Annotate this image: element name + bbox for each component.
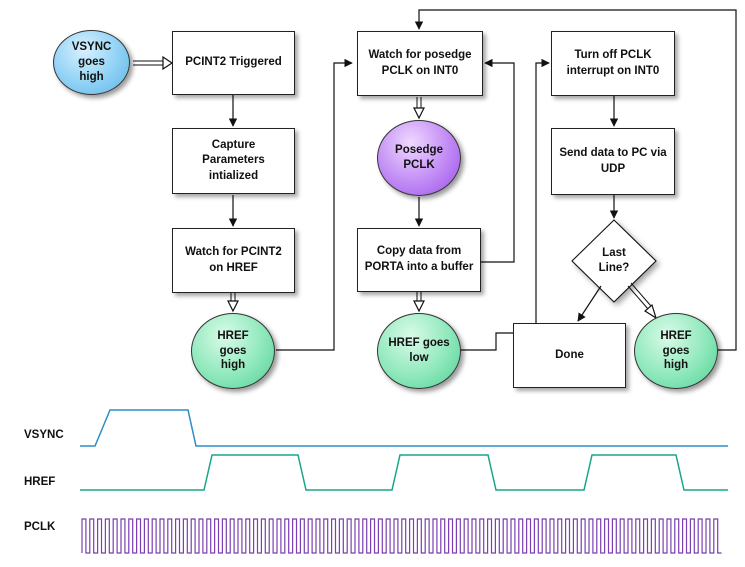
- box-turn-off-pclk: Turn off PCLK interrupt on INT0: [551, 31, 675, 96]
- label-capture-parameters: Capture Parameters intialized: [202, 138, 265, 182]
- label-done: Done: [555, 348, 584, 361]
- arrow-watch-to-href-high: [227, 293, 239, 313]
- pclk-waveform: [81, 518, 722, 554]
- arrow-copy-loop-to-watch-posedge: [481, 58, 515, 263]
- box-pcint2-triggered: PCINT2 Triggered: [172, 31, 295, 95]
- href-waveform: [80, 454, 728, 491]
- box-capture-parameters: Capture Parameters intialized: [172, 128, 295, 194]
- vsync-waveform: [80, 409, 728, 447]
- box-send-data-udp: Send data to PC via UDP: [551, 128, 675, 195]
- signal-label-href: HREF: [24, 476, 56, 488]
- arrow-watch-posedge-to-posedge: [413, 97, 425, 120]
- label-href-goes-high-2: HREF goes high: [660, 329, 692, 372]
- decision-diamond: [571, 219, 657, 303]
- oval-posedge-pclk: Posedge PCLK: [377, 120, 461, 196]
- oval-href-goes-high-1: HREF goes high: [191, 313, 275, 389]
- label-copy-data: Copy data from PORTA into a buffer: [364, 245, 474, 273]
- arrow-href-high-loop-to-watch-posedge: [414, 9, 737, 351]
- label-posedge-pclk: Posedge PCLK: [395, 144, 443, 171]
- label-vsync-goes-high: VSYNC goes high: [71, 41, 112, 83]
- label-pcint2-triggered: PCINT2 Triggered: [185, 56, 282, 69]
- label-href-goes-low: HREF goes low: [388, 337, 450, 364]
- arrow-last-line-to-done: [577, 285, 602, 322]
- arrow-href-low-to-turn-off: [460, 58, 550, 351]
- signal-label-vsync: VSYNC: [24, 429, 64, 441]
- box-copy-data: Copy data from PORTA into a buffer: [357, 228, 481, 292]
- box-watch-pcint2-href: Watch for PCINT2 on HREF: [172, 228, 295, 293]
- label-watch-posedge-pclk: Watch for posedge PCLK on INT0: [368, 48, 472, 77]
- arrow-href-high-to-watch-posedge: [276, 58, 353, 351]
- label-watch-pcint2-href: Watch for PCINT2 on HREF: [185, 245, 282, 274]
- label-last-line: Last Line?: [598, 247, 630, 274]
- arrow-vsync-to-pcint2: [133, 55, 174, 71]
- arrow-last-line-to-href-high: [627, 282, 658, 320]
- label-href-goes-high-1: HREF goes high: [217, 329, 249, 372]
- oval-href-goes-low: HREF goes low: [377, 313, 461, 389]
- label-turn-off-pclk: Turn off PCLK interrupt on INT0: [566, 48, 660, 77]
- box-watch-posedge-pclk: Watch for posedge PCLK on INT0: [357, 31, 483, 96]
- signal-label-pclk: PCLK: [24, 521, 56, 533]
- box-done: Done: [513, 323, 626, 388]
- oval-href-goes-high-2: HREF goes high: [634, 313, 718, 389]
- arrow-copy-to-href-low: [413, 292, 425, 313]
- oval-vsync-goes-high: VSYNC goes high: [53, 30, 130, 95]
- label-send-data-udp: Send data to PC via UDP: [559, 146, 667, 175]
- timing-diagram: [80, 409, 728, 554]
